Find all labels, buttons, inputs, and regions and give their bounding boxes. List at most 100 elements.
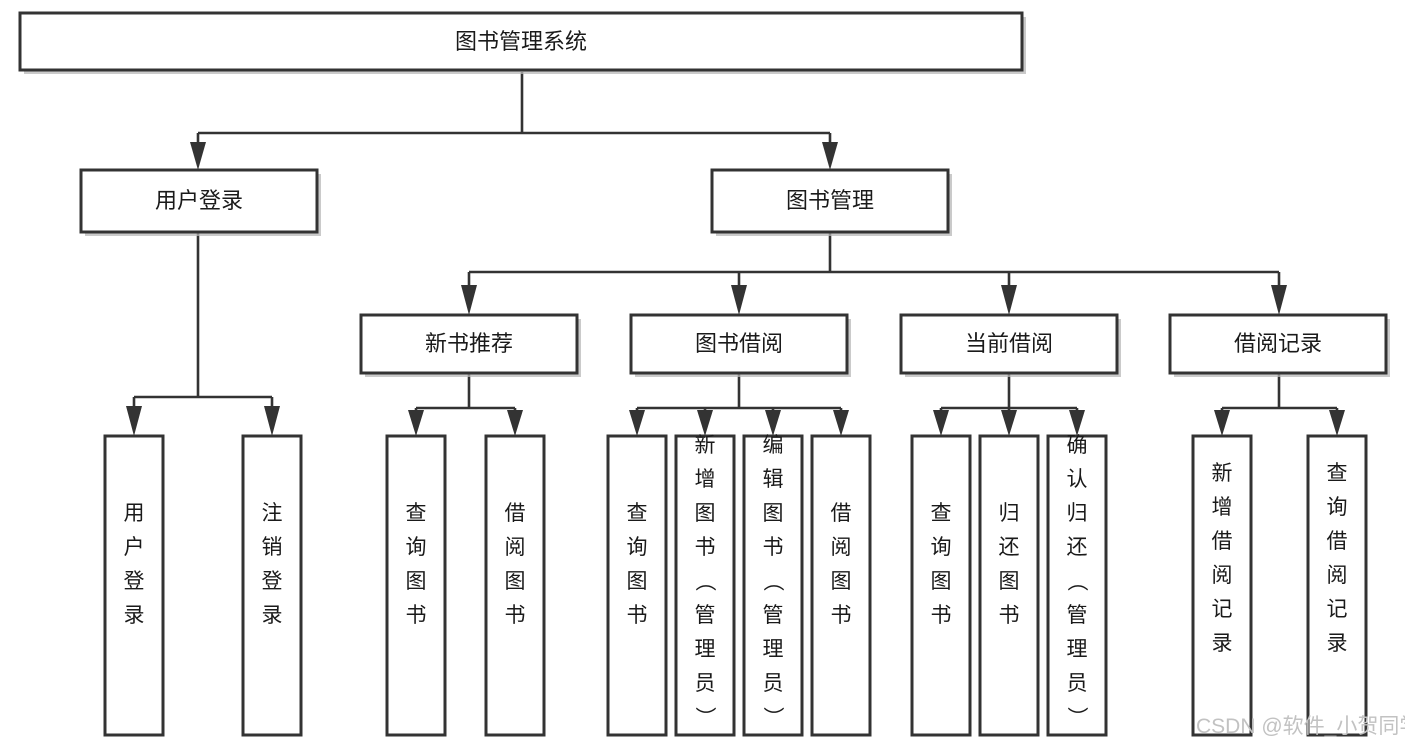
svg-text:图: 图	[406, 570, 427, 593]
svg-text:书: 书	[695, 536, 716, 559]
svg-text:登: 登	[262, 570, 283, 593]
svg-text:询: 询	[627, 536, 648, 559]
svg-text:用: 用	[124, 502, 145, 525]
book-borrow-label: 图书借阅	[695, 331, 783, 356]
node-book-borrow[interactable]: 图书借阅	[629, 313, 851, 377]
svg-text:书: 书	[999, 604, 1020, 627]
svg-text:还: 还	[1067, 536, 1088, 559]
svg-text:员: 员	[695, 672, 716, 695]
arrow-user-leaf-1	[126, 406, 142, 436]
svg-text:增: 增	[1212, 496, 1233, 519]
svg-text:查: 查	[1327, 462, 1348, 485]
user-login-label: 用户登录	[155, 188, 243, 213]
svg-text:图: 图	[627, 570, 648, 593]
leaf-box-query-book-3[interactable]	[910, 434, 972, 737]
svg-text:员: 员	[763, 672, 784, 695]
arrow-jyjl-leaf-1	[1214, 410, 1230, 436]
new-book-recommend-box[interactable]	[359, 313, 579, 375]
user-login-box[interactable]	[79, 168, 319, 234]
leaf-box-query-book-2[interactable]	[606, 434, 668, 737]
svg-text:图: 图	[695, 502, 716, 525]
svg-text:借: 借	[831, 502, 852, 525]
svg-text:归: 归	[999, 502, 1020, 525]
node-root[interactable]: 图书管理系统	[18, 11, 1026, 74]
node-borrow-record[interactable]: 借阅记录	[1168, 313, 1390, 377]
leaf-box-logout[interactable]	[241, 434, 303, 737]
arrow-tsjy-leaf-2	[697, 410, 713, 436]
svg-text:辑: 辑	[763, 468, 784, 491]
leaf-box-query-record[interactable]	[1306, 434, 1368, 737]
svg-text:新: 新	[695, 434, 716, 457]
book-borrow-box[interactable]	[629, 313, 849, 375]
svg-text:销: 销	[262, 536, 283, 559]
svg-text:询: 询	[406, 536, 427, 559]
root-box[interactable]	[18, 11, 1024, 72]
arrow-dqjy-leaf-3	[1069, 410, 1085, 436]
svg-text:记: 记	[1327, 598, 1348, 621]
svg-text:编: 编	[763, 434, 784, 457]
svg-text:认: 认	[1067, 468, 1088, 491]
leaf-box-query-book-1[interactable]	[385, 434, 447, 737]
svg-text:归: 归	[1067, 502, 1088, 525]
arrow-jyjl-leaf-2	[1329, 410, 1345, 436]
node-book-management[interactable]: 图书管理	[710, 168, 952, 236]
leaf-box-borrow-book-2[interactable]	[810, 434, 872, 737]
csdn-watermark: CSDN @软件_小贺同学	[1196, 715, 1405, 738]
svg-text:阅: 阅	[831, 536, 852, 559]
arrow-nbr-leaf-2	[507, 410, 523, 436]
node-current-borrow[interactable]: 当前借阅	[899, 313, 1121, 377]
borrow-record-label: 借阅记录	[1234, 331, 1322, 356]
arrow-to-borrow-record	[1271, 285, 1287, 315]
svg-text:询: 询	[931, 536, 952, 559]
root-label: 图书管理系统	[455, 29, 587, 54]
svg-text:书: 书	[831, 604, 852, 627]
svg-text:管: 管	[1067, 604, 1088, 627]
svg-text:借: 借	[505, 502, 526, 525]
node-new-book-recommend[interactable]: 新书推荐	[359, 313, 581, 377]
svg-text:新: 新	[1212, 462, 1233, 485]
borrow-record-box[interactable]	[1168, 313, 1388, 375]
leaf-box-borrow-book-1[interactable]	[484, 434, 546, 737]
svg-text:确: 确	[1067, 434, 1088, 457]
leaf-box-return-book[interactable]	[978, 434, 1040, 737]
svg-text:书: 书	[763, 536, 784, 559]
leaf-box-add-book[interactable]	[674, 434, 736, 737]
node-user-login[interactable]: 用户登录	[79, 168, 321, 236]
svg-text:记: 记	[1212, 598, 1233, 621]
current-borrow-box[interactable]	[899, 313, 1119, 375]
leaf-box-confirm-return[interactable]	[1046, 434, 1108, 737]
leaf-box-edit-book[interactable]	[742, 434, 804, 737]
book-management-label: 图书管理	[786, 188, 874, 213]
leaf-node[interactable]: 用户登录	[103, 434, 165, 737]
current-borrow-label: 当前借阅	[965, 331, 1053, 356]
book-management-box[interactable]	[710, 168, 950, 234]
svg-text:书: 书	[406, 604, 427, 627]
svg-text:理: 理	[763, 638, 784, 661]
leaf-box-user-login[interactable]	[103, 434, 165, 737]
svg-text:图: 图	[505, 570, 526, 593]
svg-text:管: 管	[763, 604, 784, 627]
leaf-box-add-record[interactable]	[1191, 434, 1253, 737]
svg-text:图: 图	[763, 502, 784, 525]
svg-text:理: 理	[1067, 638, 1088, 661]
